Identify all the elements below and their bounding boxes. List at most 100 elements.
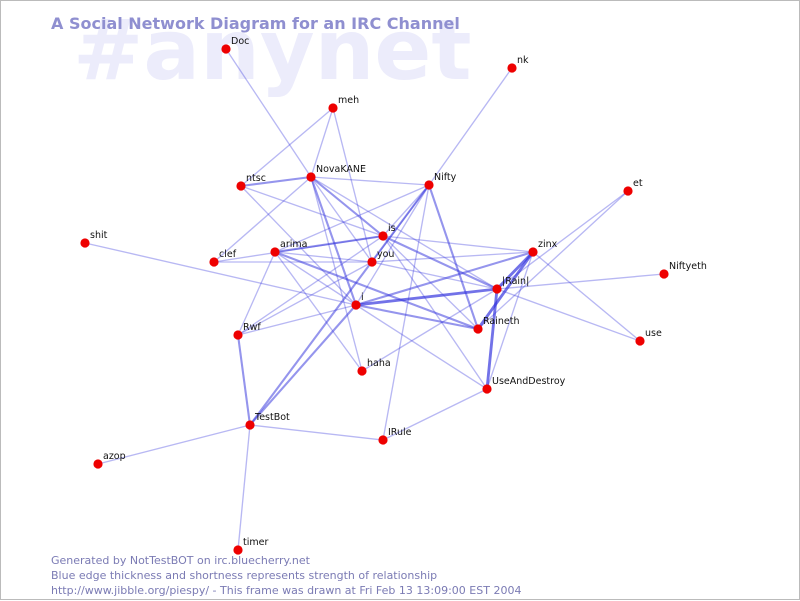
edge-arima-raineth	[274, 251, 479, 330]
edge-nifty-i	[355, 184, 430, 306]
edge-nifty-raineth	[428, 184, 479, 330]
node-label-et: et	[633, 178, 643, 189]
node-label-zinx: zinx	[538, 239, 558, 250]
edge-nifty-is	[382, 184, 430, 237]
node-haha	[357, 366, 367, 376]
edge-ntsc-is	[240, 185, 384, 237]
node-label-shit: shit	[90, 230, 108, 241]
edge-meh-you	[332, 107, 373, 263]
edge-meh-novakane	[310, 107, 334, 178]
edge-shit-i	[84, 242, 357, 306]
node-label-rwf: Rwf	[243, 322, 261, 333]
node-niftyeth	[659, 269, 669, 279]
node-irule	[378, 435, 388, 445]
edge-zinx-i	[355, 250, 534, 307]
node-zinx	[528, 247, 538, 257]
node-label-meh: meh	[338, 95, 359, 106]
edge-novakane-i	[310, 176, 357, 306]
node-nk	[507, 63, 517, 73]
edge-testbot-azop	[97, 424, 251, 465]
diagram-title: A Social Network Diagram for an IRC Chan…	[51, 14, 460, 33]
edge-meh-ntsc	[240, 107, 334, 187]
node-label-novakane: NovaKANE	[316, 164, 366, 175]
node-you	[367, 257, 377, 267]
edge-ntsc-novakane	[240, 175, 312, 188]
node-azop	[93, 459, 103, 469]
node-label-rain: |Rain|	[502, 276, 529, 287]
footer-generated-by: Generated by NotTestBOT on irc.bluecherr…	[51, 554, 310, 567]
edge-novakane-you	[310, 176, 373, 263]
edge-i-useanddestroy	[355, 304, 488, 390]
node-is	[378, 231, 388, 241]
node-useanddestroy	[482, 384, 492, 394]
node-rain	[492, 284, 502, 294]
edge-arima-i	[274, 251, 357, 306]
edge-nk-nifty	[428, 67, 513, 186]
edge-rain-i	[355, 287, 498, 307]
node-label-ntsc: ntsc	[246, 173, 266, 184]
edge-you-zinx	[371, 251, 534, 263]
edge-zinx-use	[532, 251, 641, 342]
edge-et-raineth	[477, 190, 629, 330]
edge-zinx-useanddestroy	[486, 251, 534, 390]
edge-is-zinx	[382, 235, 534, 253]
edge-rain-use	[496, 288, 641, 342]
edge-novakane-nifty	[310, 176, 430, 186]
edge-arima-rwf	[237, 251, 276, 336]
node-meh	[328, 103, 338, 113]
node-raineth	[473, 324, 483, 334]
edge-rain-haha	[361, 288, 498, 372]
node-label-azop: azop	[103, 451, 126, 462]
edge-novakane-haha	[310, 176, 363, 372]
edge-is-arima	[274, 234, 384, 254]
edge-testbot-irule	[249, 424, 384, 441]
node-label-i: i	[361, 292, 364, 303]
edge-et-rain	[496, 190, 629, 290]
edge-is-clef	[213, 235, 384, 263]
node-shit	[80, 238, 90, 248]
node-label-clef: clef	[219, 249, 237, 260]
node-label-niftyeth: Niftyeth	[669, 261, 707, 272]
edge-novakane-rain	[310, 176, 498, 290]
node-nifty	[424, 180, 434, 190]
node-label-nk: nk	[517, 55, 529, 66]
node-et	[623, 186, 633, 196]
edge-rain-niftyeth	[496, 273, 665, 290]
edge-is-rwf	[237, 235, 384, 336]
edge-arima-haha	[274, 251, 363, 372]
footer-timestamp: http://www.jibble.org/piespy/ - This fra…	[51, 584, 522, 597]
node-label-arima: arima	[280, 239, 307, 250]
node-timer	[233, 545, 243, 555]
node-label-nifty: Nifty	[434, 172, 457, 183]
node-clef	[209, 257, 219, 267]
edge-nifty-testbot	[249, 184, 430, 426]
footer-legend-note: Blue edge thickness and shortness repres…	[51, 569, 438, 582]
node-use	[635, 336, 645, 346]
node-label-timer: timer	[243, 537, 268, 548]
node-label-useanddestroy: UseAndDestroy	[492, 376, 566, 387]
edge-zinx-raineth	[476, 251, 535, 330]
node-label-testbot: TestBot	[254, 412, 290, 423]
edge-rain-useanddestroy	[485, 288, 499, 390]
node-i	[351, 300, 361, 310]
edge-i-rwf	[237, 304, 357, 336]
node-label-irule: IRule	[388, 427, 412, 438]
node-rwf	[233, 330, 243, 340]
edge-novakane-is	[310, 176, 384, 237]
edge-nifty-arima	[274, 184, 430, 253]
edge-ntsc-i	[240, 185, 357, 306]
node-ntsc	[236, 181, 246, 191]
edges-layer	[84, 48, 665, 551]
edge-i-testbot	[249, 304, 357, 426]
edge-testbot-timer	[237, 424, 251, 551]
node-novakane	[306, 172, 316, 182]
channel-watermark: #anynet	[73, 1, 472, 99]
node-arima	[270, 247, 280, 257]
edge-novakane-clef	[213, 176, 312, 263]
edge-arima-you	[274, 251, 373, 263]
edge-i-raineth	[355, 303, 479, 331]
edge-you-rwf	[237, 261, 373, 336]
